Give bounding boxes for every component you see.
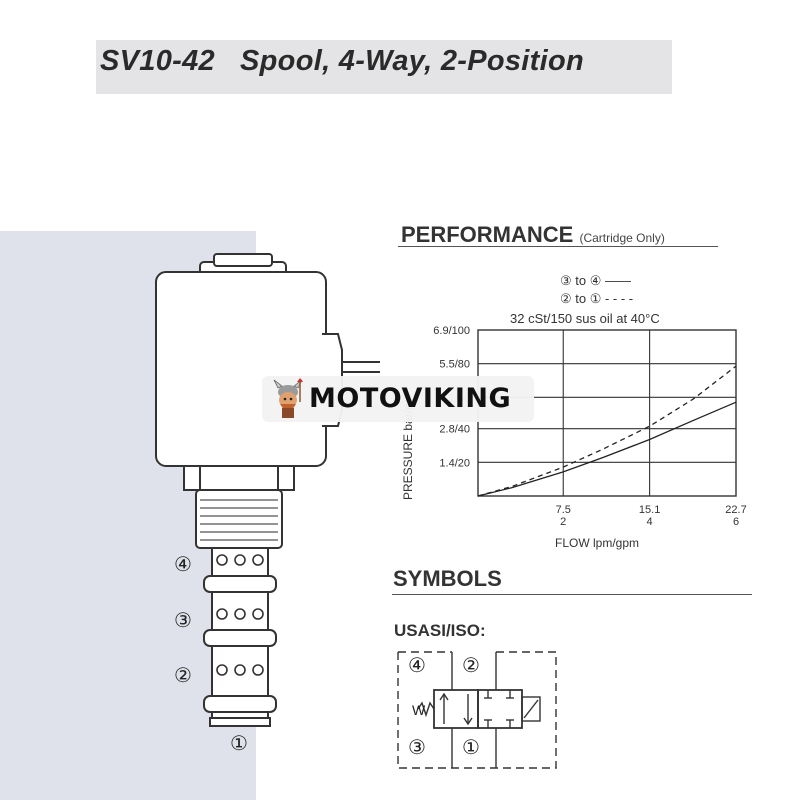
x-tick-label-lpm: 15.1 <box>639 504 660 516</box>
standard-label: USASI/ISO: <box>394 621 486 640</box>
watermark-text: MOTOVIKING <box>309 383 512 414</box>
chart-annotation: 32 cSt/150 sus oil at 40°C <box>510 311 660 326</box>
x-tick-label-gpm: 6 <box>733 516 739 528</box>
y-tick-label: 5.5/80 <box>439 359 470 371</box>
legend-entry-solid: ③ to ④ —— <box>560 273 631 288</box>
x-tick-label-lpm: 7.5 <box>556 504 571 516</box>
performance-subtitle: (Cartridge Only) <box>579 231 665 245</box>
performance-heading: PERFORMANCE (Cartridge Only) <box>401 222 665 248</box>
valve-port-2: ② <box>174 663 192 687</box>
valve-port-3: ③ <box>174 608 192 632</box>
viking-mascot-icon <box>273 378 303 418</box>
x-axis-title: FLOW lpm/gpm <box>555 536 639 550</box>
actuator-letter: W <box>412 702 426 718</box>
y-tick-label: 6.9/100 <box>433 325 470 337</box>
performance-rule <box>398 246 718 247</box>
x-tick-label-gpm: 4 <box>647 516 653 528</box>
x-tick-label-lpm: 22.7 <box>725 504 746 516</box>
symbol-port-1: ① <box>462 735 480 759</box>
series-line-dashed <box>477 365 737 497</box>
symbols-heading: SYMBOLS <box>393 566 502 591</box>
page-title: SV10-42 Spool, 4-Way, 2-Position <box>100 45 584 77</box>
y-tick-label: 1.4/20 <box>439 457 470 469</box>
y-tick-label: 2.8/40 <box>439 424 470 436</box>
x-tick-label-gpm: 2 <box>560 516 566 528</box>
series-line-solid <box>477 401 737 497</box>
symbol-port-2: ② <box>462 653 480 677</box>
valve-port-4: ④ <box>174 552 192 576</box>
watermark-logo <box>262 376 534 422</box>
symbol-port-4: ④ <box>408 653 426 677</box>
title-banner <box>96 40 672 94</box>
symbols-rule <box>392 594 752 595</box>
valve-port-1: ① <box>230 731 248 755</box>
performance-title: PERFORMANCE <box>401 222 574 247</box>
legend-entry-dashed: ② to ① - - - - <box>560 291 633 306</box>
symbol-port-3: ③ <box>408 735 426 759</box>
